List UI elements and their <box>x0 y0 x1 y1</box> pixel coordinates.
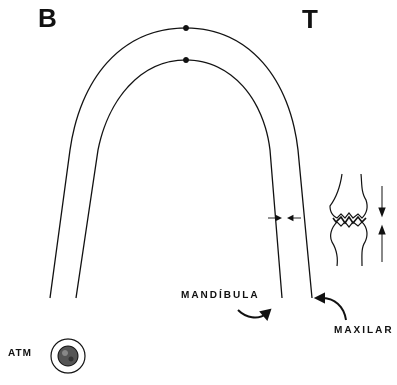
maxilar-arrow <box>316 294 346 320</box>
inner-arch-line <box>76 60 282 298</box>
atm-condyle-symbol <box>51 339 85 373</box>
label-mandibula: MANDÍBULA <box>181 291 260 301</box>
label-atm: ATM <box>8 349 32 359</box>
label-b: B <box>38 5 57 31</box>
label-t: T <box>302 6 318 32</box>
inner-midline-dot <box>183 57 189 63</box>
mandibula-arrow <box>238 310 270 319</box>
outer-midline-dot <box>183 25 189 31</box>
force-arrows <box>379 186 385 262</box>
outer-arch-line <box>50 28 312 298</box>
label-maxilar: MAXILAR <box>334 326 394 336</box>
gap-arrows <box>268 216 301 221</box>
tooth-occlusion-sketch <box>330 174 367 266</box>
